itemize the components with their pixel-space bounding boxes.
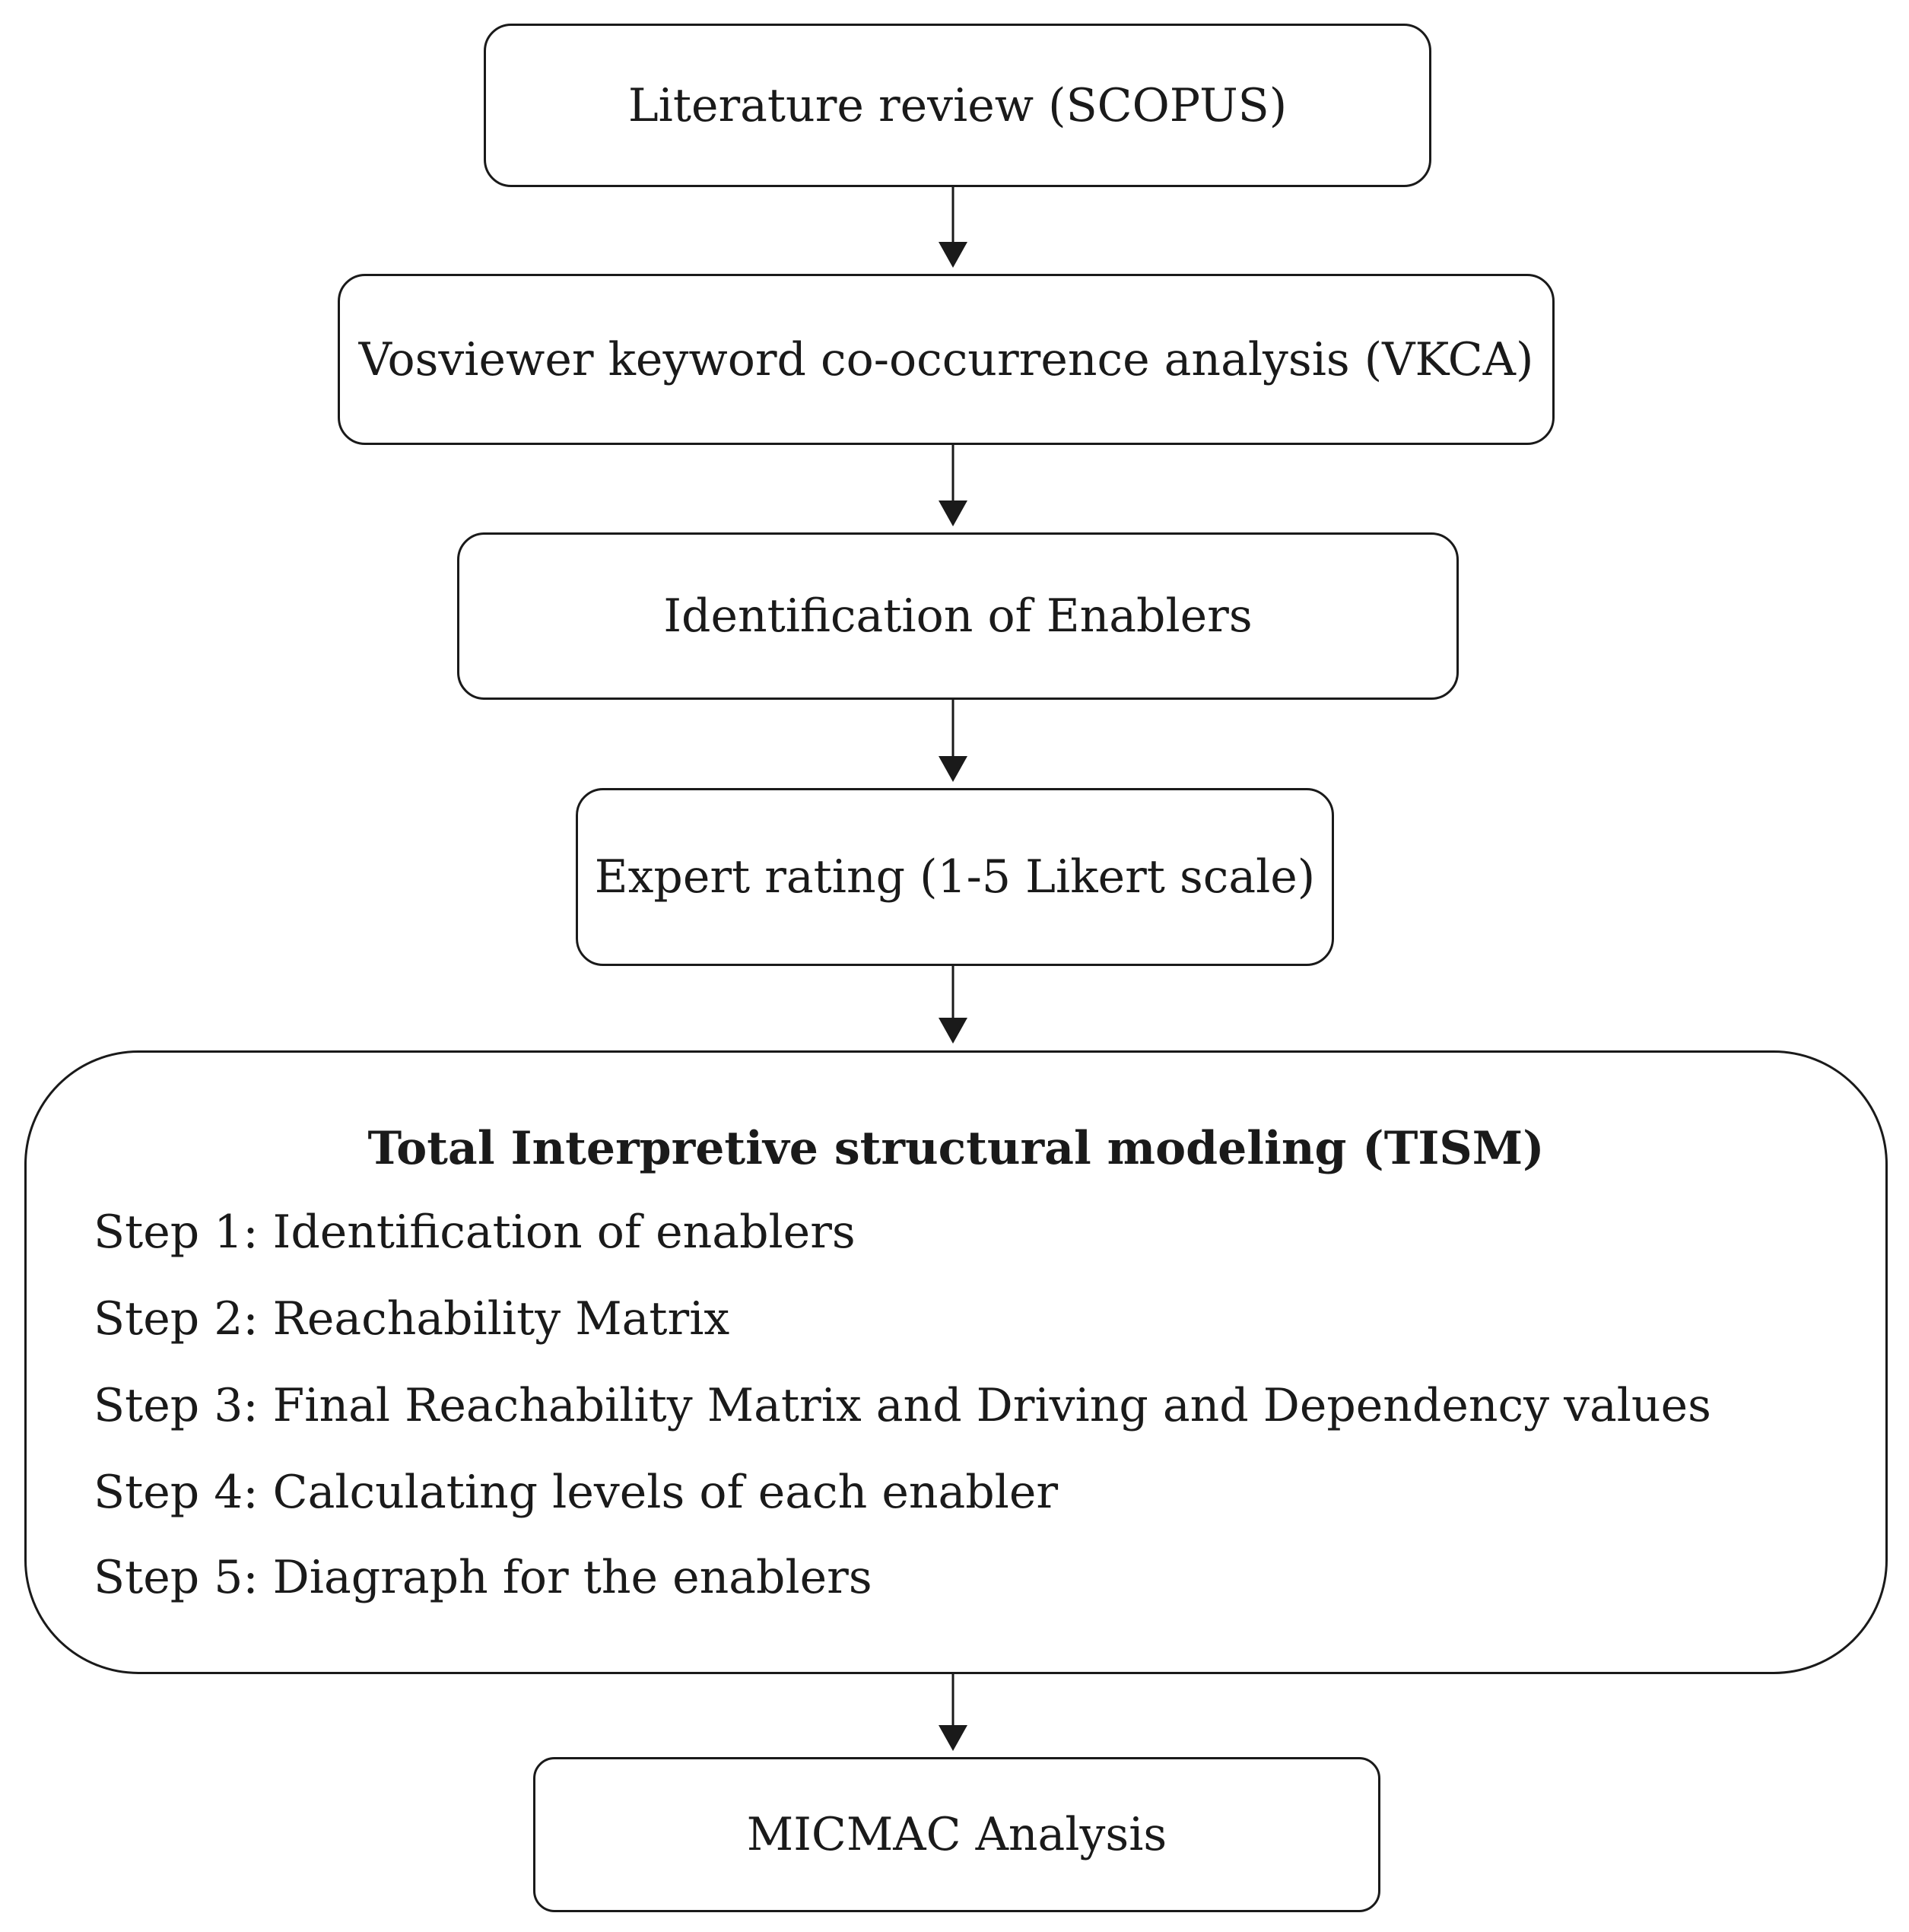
expert-rating-box: Expert rating (1-5 Likert scale) — [576, 788, 1334, 966]
tism-step-5: Step 5: Diagraph for the enablers — [94, 1551, 872, 1604]
tism-step-1: Step 1: Identification of enablers — [94, 1206, 856, 1259]
tism-step-4: Step 4: Calculating levels of each enabl… — [94, 1466, 1059, 1519]
micmac-label: MICMAC Analysis — [746, 1808, 1167, 1861]
arrow-tism-to-micmac — [939, 1674, 967, 1751]
tism-box: Total Interpretive structural modeling (… — [24, 1050, 1888, 1674]
arrow-expert-to-tism — [939, 966, 967, 1044]
vkca-label: Vosviewer keyword co-occurrence analysis… — [358, 332, 1534, 386]
arrow-literature-to-vkca — [939, 187, 967, 268]
identification-of-enablers-box: Identification of Enablers — [457, 532, 1459, 700]
micmac-analysis-box: MICMAC Analysis — [533, 1757, 1380, 1912]
tism-title: Total Interpretive structural modeling (… — [367, 1122, 1545, 1175]
arrow-vkca-to-enablers — [939, 445, 967, 526]
literature-review-label: Literature review (SCOPUS) — [627, 78, 1288, 132]
vkca-box: Vosviewer keyword co-occurrence analysis… — [338, 274, 1555, 445]
arrow-enablers-to-expert — [939, 700, 967, 782]
expert-rating-label: Expert rating (1-5 Likert scale) — [594, 850, 1316, 904]
tism-step-2: Step 2: Reachability Matrix — [94, 1292, 730, 1346]
literature-review-box: Literature review (SCOPUS) — [484, 24, 1431, 187]
tism-step-3: Step 3: Final Reachability Matrix and Dr… — [94, 1379, 1711, 1432]
identification-label: Identification of Enablers — [663, 589, 1253, 643]
